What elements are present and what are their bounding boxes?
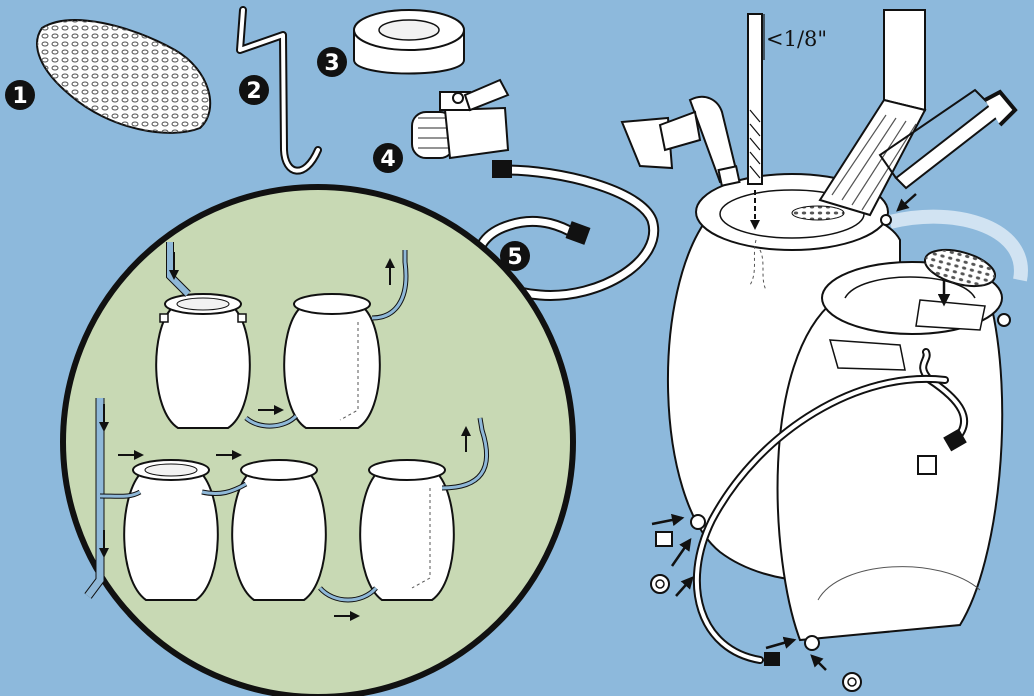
overflow-connection-arc — [888, 209, 1028, 282]
inset-barrel-b — [283, 293, 381, 429]
part-number-4-label: 4 — [380, 147, 395, 172]
flow-arrow — [670, 537, 692, 567]
hook-icon — [236, 6, 322, 175]
drill-icon — [620, 95, 741, 187]
inset-barrel-d — [231, 459, 327, 601]
main-barrel-front — [776, 261, 1011, 651]
downspout-icon — [818, 9, 927, 217]
part-number-1-label: 1 — [12, 84, 27, 109]
inset-configurations — [60, 184, 576, 696]
flow-arrow — [675, 576, 694, 597]
hose-icon — [473, 160, 660, 301]
hacksaw-icon — [878, 88, 1018, 190]
connecting-hose-icon — [692, 348, 969, 666]
part-number-5-label: 5 — [507, 245, 522, 270]
part-number-3: 3 — [317, 47, 347, 77]
flow-arrow — [765, 636, 797, 650]
flow-arrow — [810, 654, 827, 671]
inset-barrel-c — [123, 459, 219, 601]
flow-arrow — [896, 193, 917, 212]
flow-arrow — [651, 513, 685, 527]
drill-bit-icon — [747, 13, 765, 230]
part-number-4: 4 — [373, 143, 403, 173]
part-number-1: 1 — [5, 80, 35, 110]
inset-barrel-e — [359, 459, 455, 601]
fittings-group — [650, 531, 862, 692]
inset-barrel-a — [155, 293, 251, 429]
part-number-5: 5 — [500, 241, 530, 271]
part-number-2: 2 — [239, 75, 269, 105]
barrel-leaf-screen-icon — [923, 248, 997, 288]
drill-size-label: <1/8" — [766, 27, 827, 51]
tape-roll-icon — [353, 9, 465, 75]
part-number-3-label: 3 — [324, 51, 339, 76]
spigot-valve-icon — [411, 78, 510, 160]
part-number-2-label: 2 — [246, 79, 261, 104]
leaf-screen-icon — [36, 19, 212, 134]
